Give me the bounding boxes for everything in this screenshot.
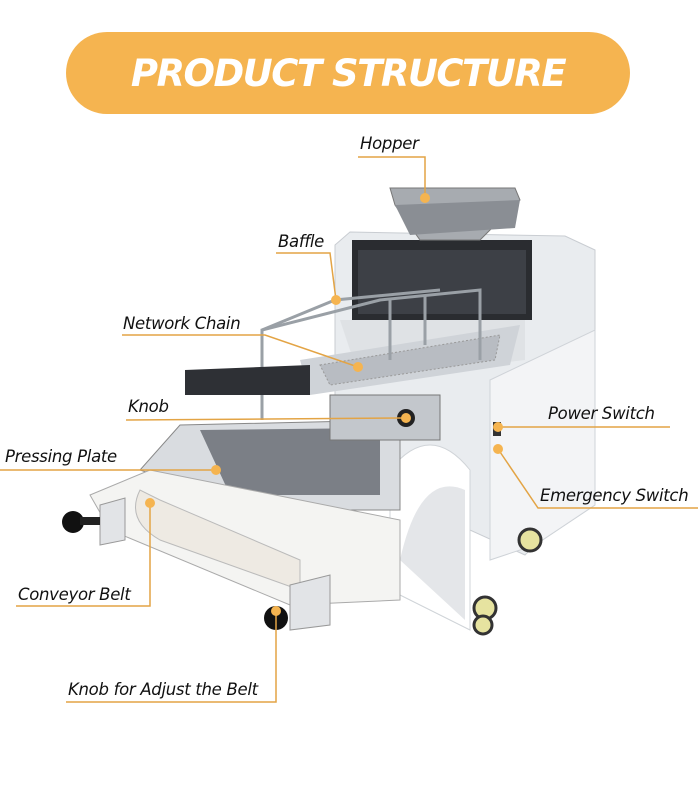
label-conveyor-belt: Conveyor Belt (18, 585, 131, 604)
label-knob-adjust-belt: Knob for Adjust the Belt (68, 680, 258, 699)
label-emergency-switch: Emergency Switch (540, 486, 689, 505)
label-baffle: Baffle (278, 232, 324, 251)
label-knob: Knob (128, 397, 169, 416)
hopper-part (389, 187, 521, 241)
label-network-chain: Network Chain (123, 314, 241, 333)
network-chain-part (300, 325, 520, 395)
title-banner: PRODUCT STRUCTURE (66, 32, 630, 114)
wheels (472, 527, 543, 636)
label-hopper: Hopper (360, 134, 419, 153)
page-title: PRODUCT STRUCTURE (130, 51, 567, 95)
leader-lines (0, 156, 698, 703)
left-knob-icon (62, 511, 84, 533)
leader-dots (145, 193, 503, 616)
conveyor-belt-part (89, 469, 401, 631)
label-pressing-plate: Pressing Plate (5, 447, 117, 466)
label-power-switch: Power Switch (548, 404, 655, 423)
